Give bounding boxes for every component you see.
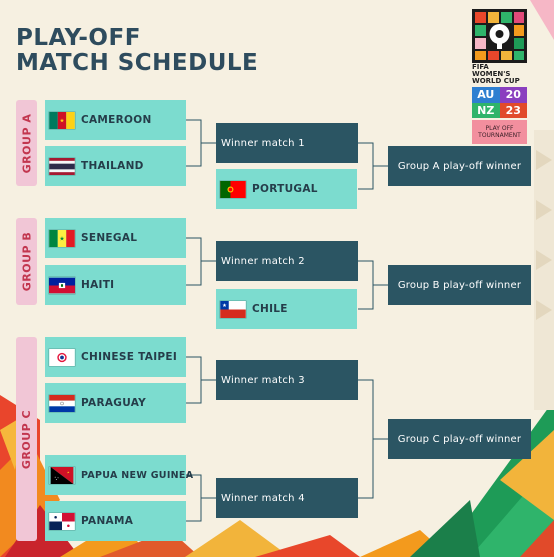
group-b-tab: GROUP B xyxy=(16,218,37,305)
winner-label: Winner match 4 xyxy=(221,492,305,504)
logo-year-grid: AU 20 NZ 23 xyxy=(472,87,527,118)
team-name: PARAGUAY xyxy=(81,397,147,409)
winner-label: Winner match 1 xyxy=(221,137,305,149)
group-b-playoff-winner: Group B play-off winner xyxy=(388,265,531,305)
title-line-1: PLAY-OFF xyxy=(16,25,141,51)
cameroon-flag-icon xyxy=(49,111,75,129)
group-c-label: GROUP C xyxy=(20,409,33,469)
trophy-emblem-icon xyxy=(472,9,527,63)
paraguay-flag-icon xyxy=(49,394,75,412)
team-panama: PANAMA xyxy=(45,501,186,541)
logo-year-cell: NZ xyxy=(472,102,500,118)
logo-wordmark: FIFA WOMEN'S WORLD CUP xyxy=(472,64,527,85)
page-title: PLAY-OFF MATCH SCHEDULE xyxy=(16,26,258,76)
team-name: PAPUA NEW GUINEA xyxy=(81,469,194,481)
group-c-tab: GROUP C xyxy=(16,337,37,541)
winner-label: Winner match 3 xyxy=(221,374,305,386)
senegal-flag-icon xyxy=(49,229,75,247)
group-c-playoff-winner: Group C play-off winner xyxy=(388,419,531,459)
team-papua-new-guinea: PAPUA NEW GUINEA xyxy=(45,455,193,495)
thailand-flag-icon xyxy=(49,157,75,175)
logo-line-1: FIFA xyxy=(472,63,489,71)
logo-line-2: WOMEN'S xyxy=(472,70,511,78)
team-name: SENEGAL xyxy=(81,232,138,244)
team-name: HAITI xyxy=(81,279,115,291)
team-paraguay: PARAGUAY xyxy=(45,383,186,423)
group-a-label: GROUP A xyxy=(20,113,33,173)
haiti-flag-icon xyxy=(49,277,75,294)
logo-sub-2: TOURNAMENT xyxy=(478,132,521,139)
team-chile: CHILE xyxy=(216,289,357,329)
team-chinese-taipei: CHINESE TAIPEI xyxy=(45,337,186,377)
team-name: THAILAND xyxy=(81,160,144,172)
team-senegal: SENEGAL xyxy=(45,218,186,258)
group-a-playoff-winner: Group A play-off winner xyxy=(388,146,531,186)
final-label: Group A play-off winner xyxy=(397,160,522,172)
group-b-label: GROUP B xyxy=(20,231,33,292)
papua-new-guinea-flag-icon xyxy=(49,466,75,484)
winner-match-3: Winner match 3 xyxy=(216,360,358,400)
team-cameroon: CAMEROON xyxy=(45,100,186,140)
team-name: CHINESE TAIPEI xyxy=(81,351,178,363)
group-a-tab: GROUP A xyxy=(16,100,37,186)
chile-flag-icon xyxy=(220,300,246,318)
panama-flag-icon xyxy=(49,512,75,530)
final-label: Group B play-off winner xyxy=(397,279,522,291)
title-line-2: MATCH SCHEDULE xyxy=(16,50,259,76)
team-haiti: HAITI xyxy=(45,265,186,305)
team-thailand: THAILAND xyxy=(45,146,186,186)
logo-subtitle: PLAY OFF TOURNAMENT xyxy=(472,120,527,144)
winner-match-1: Winner match 1 xyxy=(216,123,358,163)
team-name: PANAMA xyxy=(81,515,134,527)
team-name: CAMEROON xyxy=(81,114,152,126)
logo-sub-1: PLAY OFF xyxy=(485,125,514,132)
chinese-taipei-flag-icon xyxy=(49,348,75,366)
winner-match-2: Winner match 2 xyxy=(216,241,358,281)
team-name: PORTUGAL xyxy=(252,183,318,195)
logo-line-3: WORLD CUP xyxy=(472,77,520,85)
logo-year-cell: 23 xyxy=(499,102,527,118)
final-label: Group C play-off winner xyxy=(397,433,522,445)
fifa-womens-world-cup-logo: FIFA WOMEN'S WORLD CUP AU 20 NZ 23 PLAY … xyxy=(472,9,527,144)
team-portugal: PORTUGAL xyxy=(216,169,357,209)
logo-year-cell: AU xyxy=(472,87,500,103)
portugal-flag-icon xyxy=(220,180,246,198)
winner-match-4: Winner match 4 xyxy=(216,478,358,518)
team-name: CHILE xyxy=(252,303,288,315)
logo-year-cell: 20 xyxy=(499,87,527,103)
winner-label: Winner match 2 xyxy=(221,255,305,267)
